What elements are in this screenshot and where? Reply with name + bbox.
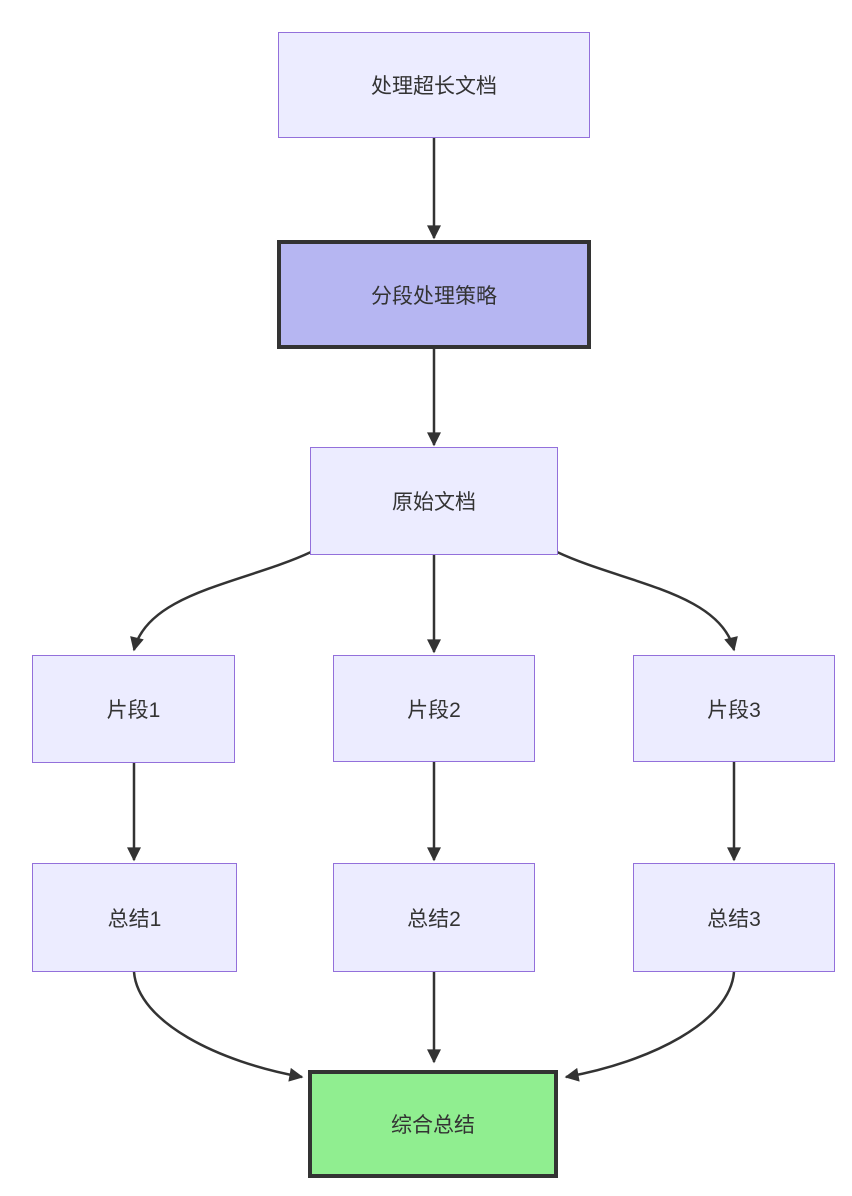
node-segmentation-strategy: 分段处理策略 [277, 240, 591, 349]
node-chunk-3: 片段3 [633, 655, 835, 762]
node-summary-2: 总结2 [333, 863, 535, 972]
edge-doc-to-chunk3 [556, 550, 738, 652]
node-chunk-2: 片段2 [333, 655, 535, 762]
node-chunk-1: 片段1 [32, 655, 235, 763]
node-final-summary: 综合总结 [308, 1070, 558, 1178]
node-summary-3: 总结3 [633, 863, 835, 972]
edge-summary1-to-final [132, 971, 304, 1082]
edge-doc-to-chunk1 [130, 550, 312, 652]
node-original-document: 原始文档 [310, 447, 558, 555]
node-process-long-document: 处理超长文档 [278, 32, 590, 138]
edge-summary3-to-final [564, 971, 736, 1082]
node-summary-1: 总结1 [32, 863, 237, 972]
